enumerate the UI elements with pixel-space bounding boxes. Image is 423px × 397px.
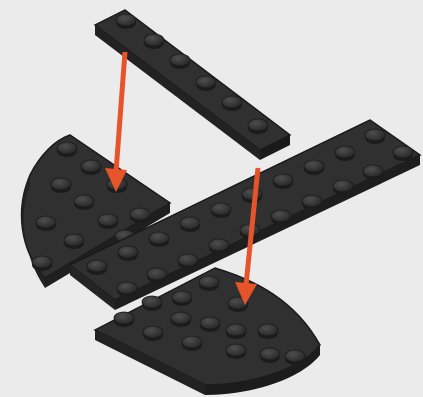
stud (98, 214, 118, 226)
stud (142, 296, 162, 308)
stud (248, 119, 268, 131)
stud (285, 350, 305, 362)
stud (260, 348, 280, 360)
stud (57, 142, 77, 154)
stud (271, 210, 291, 222)
stud (209, 239, 229, 251)
stud (222, 96, 242, 108)
stud (196, 76, 216, 88)
stud (36, 216, 56, 228)
stud (51, 178, 71, 190)
stud (147, 268, 167, 280)
stud (211, 203, 231, 215)
stud (258, 324, 278, 336)
stud (304, 160, 324, 172)
stud (74, 195, 94, 207)
stud (363, 165, 383, 177)
stud (114, 312, 134, 324)
stud (87, 260, 107, 272)
stud (335, 146, 355, 158)
stud (130, 208, 150, 220)
stud (116, 14, 136, 26)
stud (81, 160, 101, 172)
stud (200, 317, 220, 329)
stud (170, 54, 190, 66)
stud (178, 254, 198, 266)
stud (143, 326, 163, 338)
stud (226, 344, 246, 356)
stud (333, 180, 353, 192)
stud (180, 217, 200, 229)
stud (171, 312, 191, 324)
stud (182, 336, 202, 348)
stud (365, 129, 385, 141)
stud (302, 195, 322, 207)
stud (64, 234, 84, 246)
stud (32, 256, 52, 268)
stud (199, 276, 219, 288)
stud (149, 232, 169, 244)
stud (393, 146, 413, 158)
stud (172, 291, 192, 303)
stud (226, 324, 246, 336)
stud (273, 174, 293, 186)
stud (144, 34, 164, 46)
stud (242, 188, 262, 200)
stud (117, 282, 137, 294)
stud (118, 246, 138, 258)
